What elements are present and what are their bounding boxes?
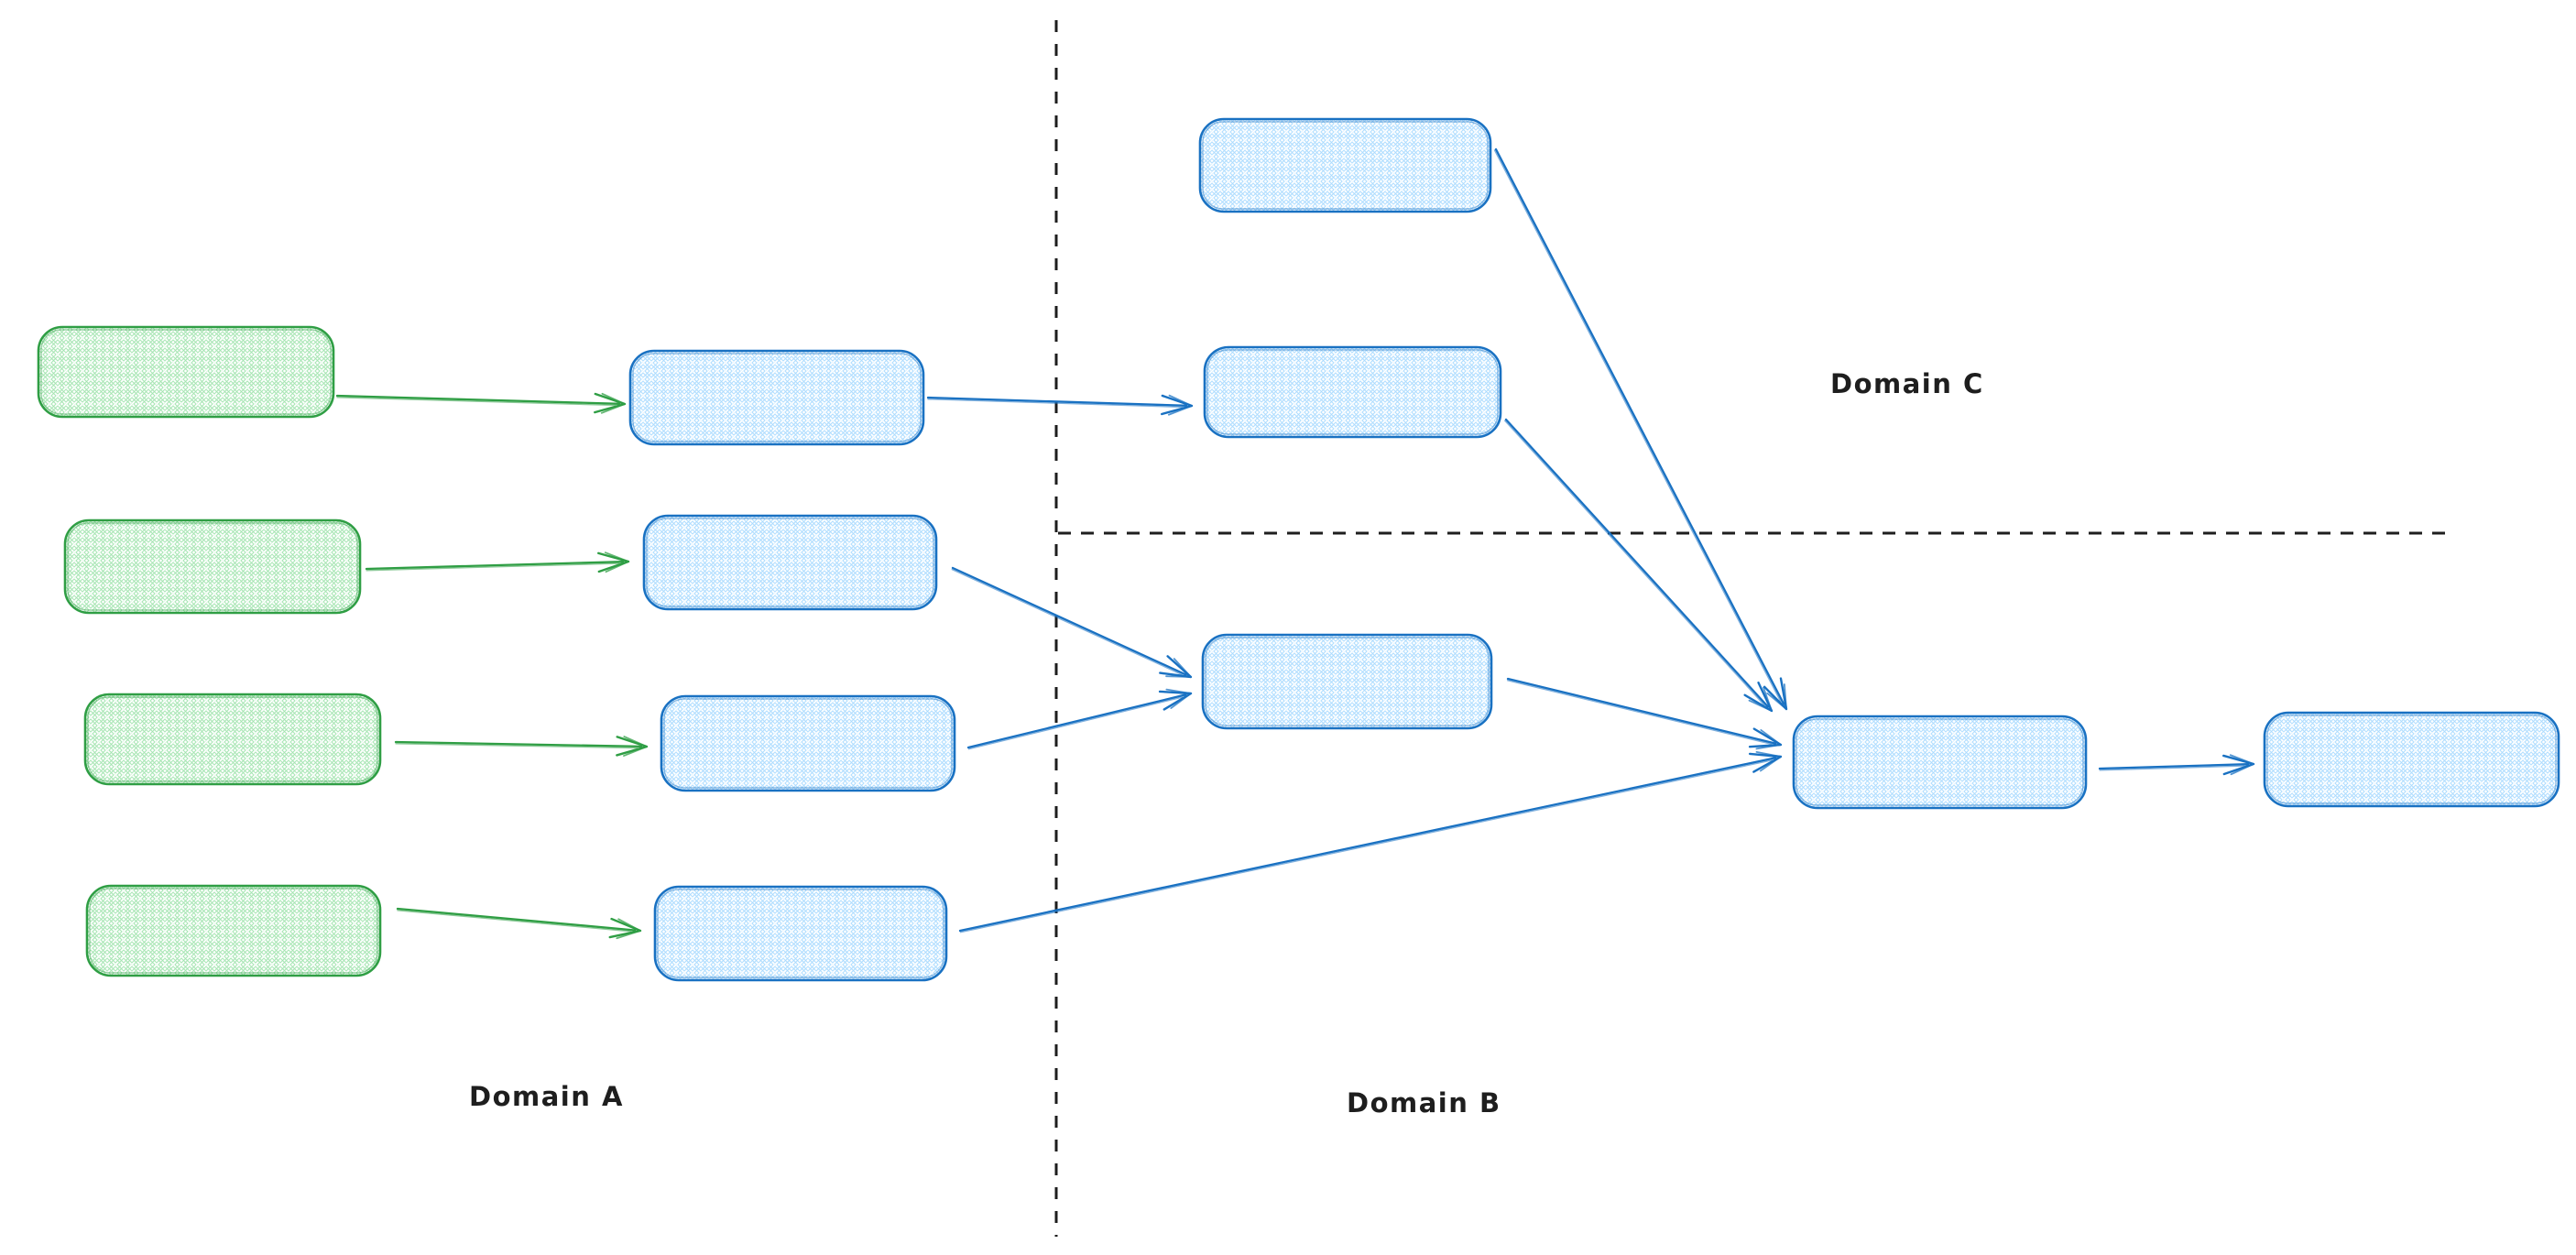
edge-a4-hub[interactable] (958, 750, 1783, 933)
edge-hub-out[interactable] (2098, 754, 2255, 776)
edge-a1-b1[interactable] (926, 394, 1194, 416)
process-box-b2[interactable] (1201, 633, 1493, 730)
domain-c-label[interactable]: Domain C (1830, 368, 1984, 399)
process-box-a4[interactable] (653, 885, 948, 982)
process-box-a3[interactable] (660, 694, 956, 792)
process-box-b1[interactable] (1203, 345, 1502, 439)
edge-b1-hub[interactable] (1504, 418, 1774, 713)
edge-g1-a1[interactable] (335, 392, 627, 414)
edge-a2-b2[interactable] (951, 566, 1193, 679)
domain-a-label[interactable]: Domain A (469, 1081, 624, 1112)
source-box-1[interactable] (37, 325, 335, 419)
edge-b2-hub[interactable] (1506, 677, 1783, 750)
aggregator-box[interactable] (1792, 715, 2088, 810)
edge-g3-a3[interactable] (394, 736, 649, 757)
edge-g4-a4[interactable] (396, 907, 642, 940)
edge-c1-hub[interactable] (1493, 147, 1788, 711)
edge-a3-b2[interactable] (966, 688, 1193, 750)
source-box-4[interactable] (85, 884, 382, 977)
source-box-3[interactable] (83, 693, 382, 786)
domain-b-label[interactable]: Domain B (1347, 1087, 1501, 1119)
output-box[interactable] (2263, 711, 2560, 808)
edge-g2-a2[interactable] (365, 551, 630, 573)
source-box-2[interactable] (63, 518, 362, 615)
process-box-c1[interactable] (1198, 117, 1492, 213)
process-box-a2[interactable] (642, 514, 938, 611)
process-box-a1[interactable] (628, 349, 925, 446)
